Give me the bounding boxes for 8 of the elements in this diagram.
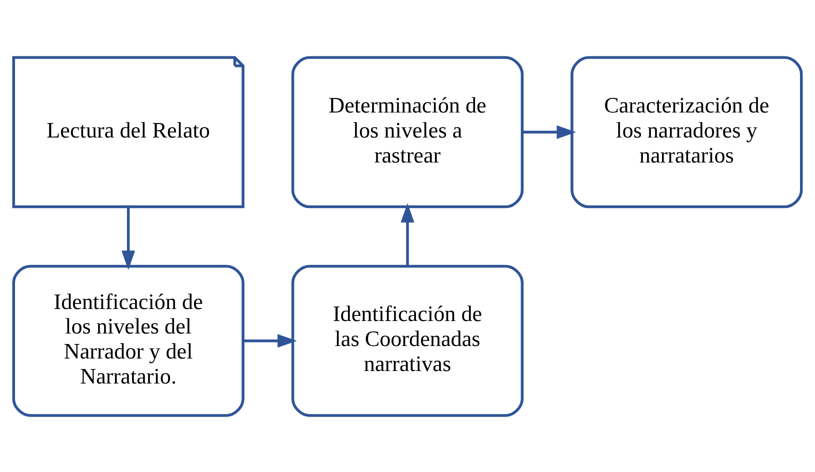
arrow [122,206,136,270]
arrow [522,124,576,138]
node-box: Identificación de las Coordenadas narrativas [291,264,524,416]
node-box: Determinación de los niveles a rastrear [291,56,524,208]
arrow [400,202,414,266]
node-box: Identificación de los niveles del Narrador y del Narratario. [12,264,244,416]
arrow [243,334,297,348]
node-box: Caracterización de los narradores y narratarios [570,56,803,208]
